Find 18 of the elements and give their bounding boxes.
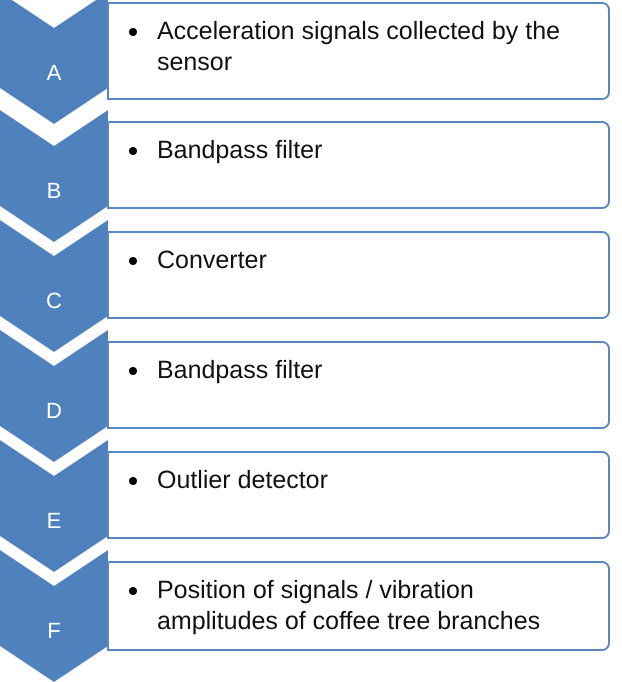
- step-letter: D: [45, 398, 63, 424]
- step-letter: C: [45, 288, 63, 314]
- step-text: Bandpass filter: [157, 355, 324, 386]
- step-text: Position of signals / vibration amplitudes of coffee tree branches: [157, 575, 542, 637]
- content-box: [107, 2, 610, 100]
- content-box: [107, 561, 610, 651]
- step-text: Converter: [157, 245, 268, 276]
- step-text: Acceleration signals collected by the sensor: [157, 16, 562, 78]
- step-letter: F: [46, 618, 62, 644]
- step-letter: E: [46, 508, 62, 534]
- step-letter: A: [46, 60, 62, 86]
- step-text: Outlier detector: [157, 465, 329, 496]
- step-text: Bandpass filter: [157, 135, 324, 166]
- content-box: [107, 231, 610, 319]
- content-box: [107, 341, 610, 429]
- step-letter: B: [46, 178, 62, 204]
- content-box: [107, 121, 610, 209]
- content-box: [107, 451, 610, 539]
